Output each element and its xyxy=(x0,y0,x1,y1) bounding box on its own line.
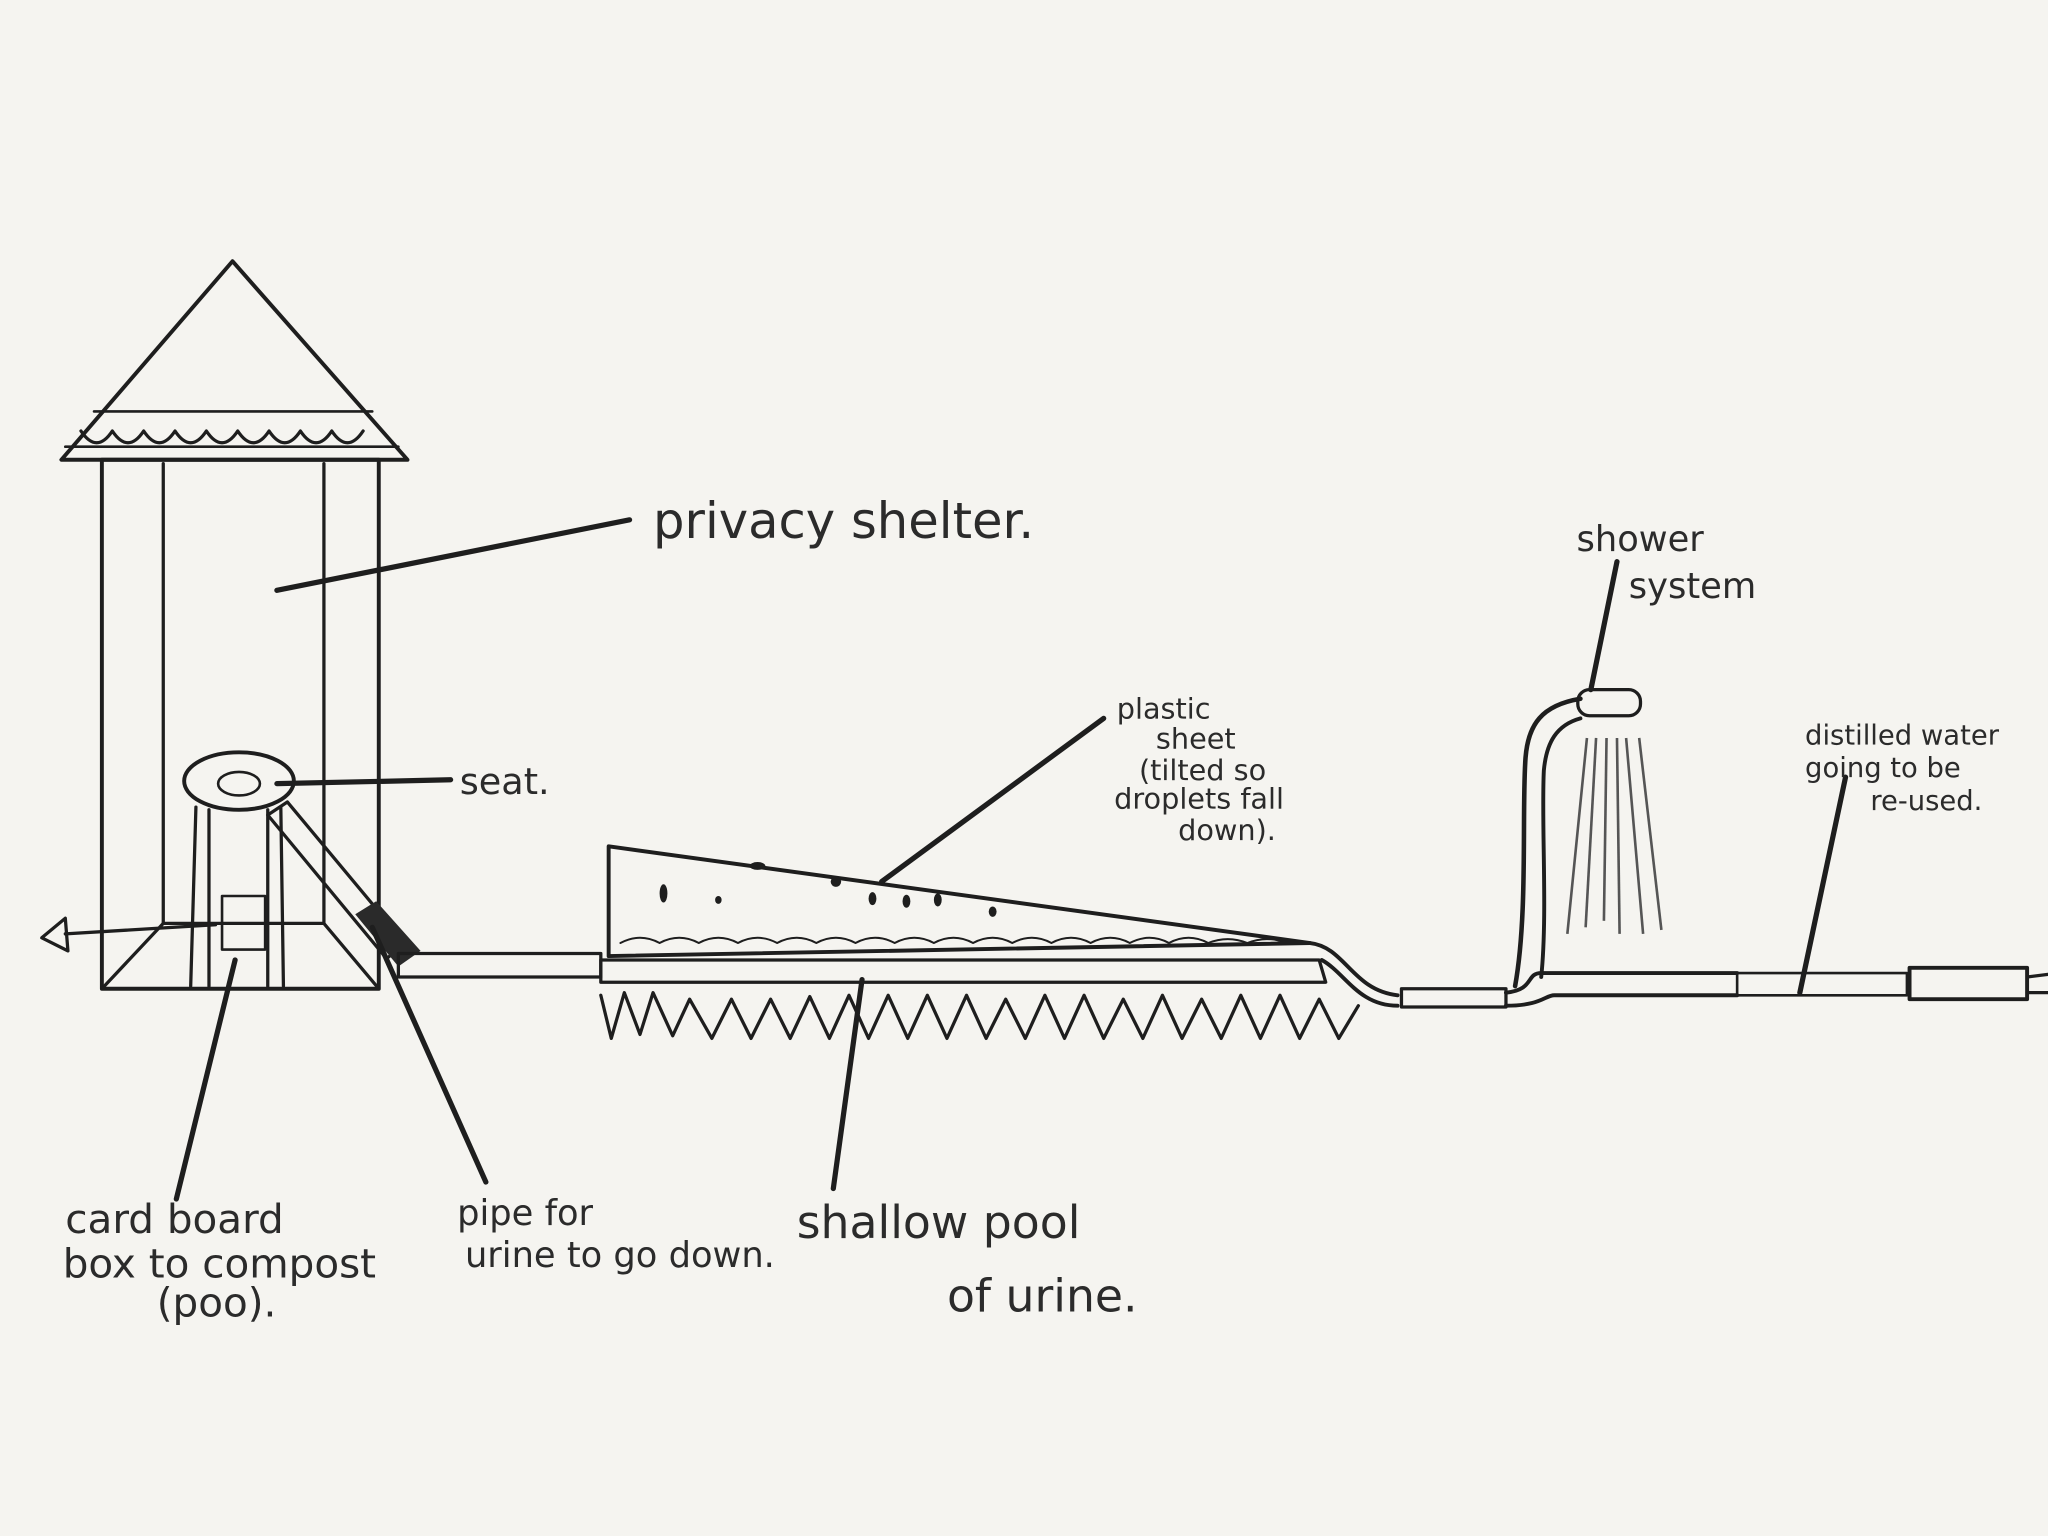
grass-zigzag xyxy=(599,991,1360,1040)
label-plastic-sheet: plastic sheet (tilted so droplets fall d… xyxy=(1114,691,1293,846)
plastic-sheet xyxy=(606,844,1312,959)
label-privacy-shelter: privacy shelter. xyxy=(653,492,1034,550)
leader-lines xyxy=(173,517,1849,1202)
water-streams xyxy=(1566,737,1663,935)
shallow-pool xyxy=(599,958,1360,1040)
label-seat: seat. xyxy=(460,760,550,803)
label-pipe-for-urine: pipe for urine to go down. xyxy=(457,1193,775,1276)
roof-scallops xyxy=(79,429,365,445)
label-cardboard-box: card board box to compost (poo). xyxy=(63,1195,389,1327)
pool-tray xyxy=(599,958,1328,984)
outlet-pipe xyxy=(1308,941,2048,1009)
label-shower-system: shower system xyxy=(1576,519,1756,607)
toilet-seat xyxy=(182,750,296,988)
shower-head xyxy=(1576,688,1643,718)
compost-arrow xyxy=(40,916,218,953)
cardboard-box xyxy=(220,894,267,951)
privacy-shelter xyxy=(59,259,410,991)
shower xyxy=(1512,688,1663,989)
shelter-body xyxy=(99,457,381,991)
label-distilled-water: distilled water going to be re-used. xyxy=(1805,720,2008,816)
label-shallow-pool: shallow pool of urine. xyxy=(797,1196,1138,1322)
droplets xyxy=(659,862,997,917)
urine-pipe xyxy=(266,800,603,979)
